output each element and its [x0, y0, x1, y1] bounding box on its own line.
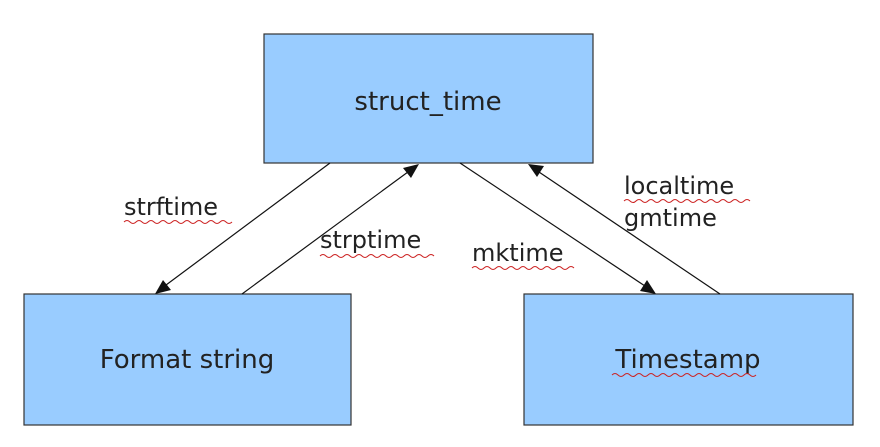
arrow-strftime — [155, 162, 331, 294]
edge-label-strptime-group: strptime — [319, 226, 435, 258]
edge-label-gmtime-group: gmtime — [624, 204, 717, 232]
node-struct-time: struct_time — [263, 33, 594, 164]
arrow-strptime — [241, 164, 419, 295]
strftime-spellcheck-underline — [123, 220, 233, 224]
arrow-mktime — [459, 162, 656, 294]
node-timestamp-label: Timestamp — [614, 345, 760, 375]
node-format-string-label: Format string — [100, 345, 275, 375]
edge-label-mktime-group: mktime — [471, 239, 575, 270]
timestamp-spellcheck-underline — [611, 373, 757, 377]
edge-label-strftime: strftime — [124, 193, 218, 221]
edge-label-strftime-group: strftime — [123, 193, 233, 224]
node-struct-time-label: struct_time — [354, 87, 501, 117]
localtime-spellcheck-underline — [623, 199, 751, 203]
edge-label-mktime: mktime — [472, 239, 564, 267]
mktime-spellcheck-underline — [471, 266, 575, 270]
edge-label-localtime-group: localtime — [623, 172, 751, 203]
node-format-string: Format string — [23, 293, 352, 426]
edge-label-strptime: strptime — [320, 226, 421, 254]
strptime-spellcheck-underline — [319, 254, 435, 258]
arrow-localtime-gmtime — [528, 164, 721, 295]
edge-label-gmtime: gmtime — [624, 204, 717, 232]
node-timestamp: Timestamp — [523, 293, 854, 426]
edge-label-localtime: localtime — [624, 172, 734, 200]
